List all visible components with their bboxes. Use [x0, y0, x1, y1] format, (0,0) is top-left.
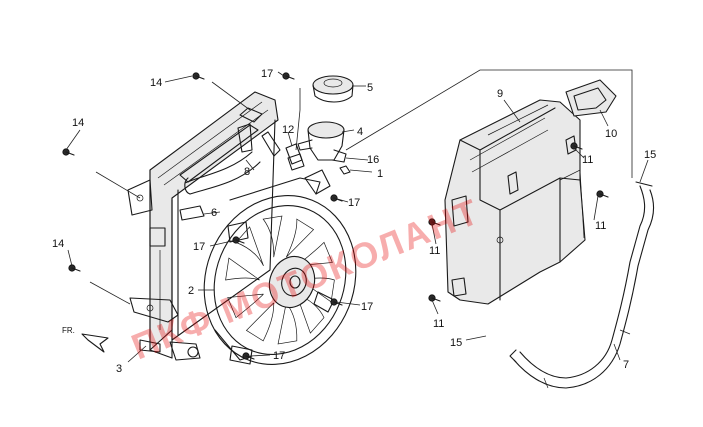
- hose-clip-bracket: [285, 143, 305, 171]
- bolt-shank: [65, 151, 75, 156]
- callout-17-e: 17: [273, 350, 285, 362]
- radiator: [127, 91, 279, 361]
- callout-9: 9: [497, 88, 503, 100]
- callout-17-a: 17: [261, 68, 273, 80]
- callout-2: 2: [188, 285, 194, 297]
- leader-lines: [65, 69, 649, 363]
- callout-17-d: 17: [361, 301, 373, 313]
- callout-16: 16: [367, 154, 379, 166]
- fan-blade: [225, 257, 260, 281]
- callout-11-d: 11: [433, 318, 444, 330]
- callout-15-a: 15: [644, 149, 656, 161]
- callout-15-b: 15: [450, 337, 462, 349]
- fan-blade: [227, 293, 264, 319]
- fan-blade: [296, 293, 325, 334]
- bolt-shank: [599, 193, 609, 198]
- callout-14-a: 14: [150, 77, 162, 89]
- filler-neck: [297, 121, 347, 163]
- callout-7: 7: [623, 359, 629, 371]
- callout-11-a: 11: [582, 154, 593, 166]
- callout-10: 10: [605, 128, 617, 140]
- bolt-shank: [235, 239, 245, 244]
- callout-3: 3: [116, 363, 122, 375]
- callout-labels: 1 2 3 4 5 6 7 8 9 10 11 11 11 11 12 14 1…: [52, 68, 656, 375]
- callout-11-b: 11: [595, 220, 606, 232]
- bolt-shank: [245, 355, 255, 360]
- callout-17-b: 17: [348, 197, 360, 209]
- bolt-shank: [333, 301, 343, 306]
- coolant-reservoir: [444, 99, 586, 305]
- callout-8: 8: [244, 166, 250, 178]
- callout-11-c: 11: [429, 245, 440, 257]
- callout-4: 4: [357, 126, 363, 138]
- small-hose-parts: [339, 165, 351, 175]
- callout-17-c: 17: [193, 241, 205, 253]
- callout-14-c: 14: [52, 238, 64, 250]
- callout-6: 6: [211, 207, 217, 219]
- fan-blade: [277, 302, 298, 345]
- bolt-shank: [431, 297, 441, 302]
- bolt-shank: [71, 267, 81, 272]
- callout-12: 12: [282, 124, 294, 136]
- filler-cap: [312, 75, 354, 103]
- callout-5: 5: [367, 82, 373, 94]
- callout-14-b: 14: [72, 117, 84, 129]
- bolt-shank: [195, 75, 205, 80]
- bolt-shank: [285, 75, 295, 80]
- bolt-shank: [431, 221, 441, 226]
- radiator-hoses: [184, 123, 281, 195]
- direction-indicator: FR.: [62, 326, 109, 353]
- fan-blade: [245, 302, 275, 342]
- fasteners: [62, 72, 609, 360]
- fan-blade: [235, 226, 264, 267]
- fan-blade: [262, 215, 283, 258]
- fan-blade: [285, 218, 315, 258]
- reservoir-cap: [565, 79, 617, 117]
- direction-label: FR.: [62, 326, 75, 335]
- callout-1: 1: [377, 168, 383, 180]
- overflow-hose: [509, 181, 655, 389]
- bolt-shank: [573, 145, 583, 150]
- watermark-text: ПКФ МОТОКОЛАНТ: [126, 190, 486, 367]
